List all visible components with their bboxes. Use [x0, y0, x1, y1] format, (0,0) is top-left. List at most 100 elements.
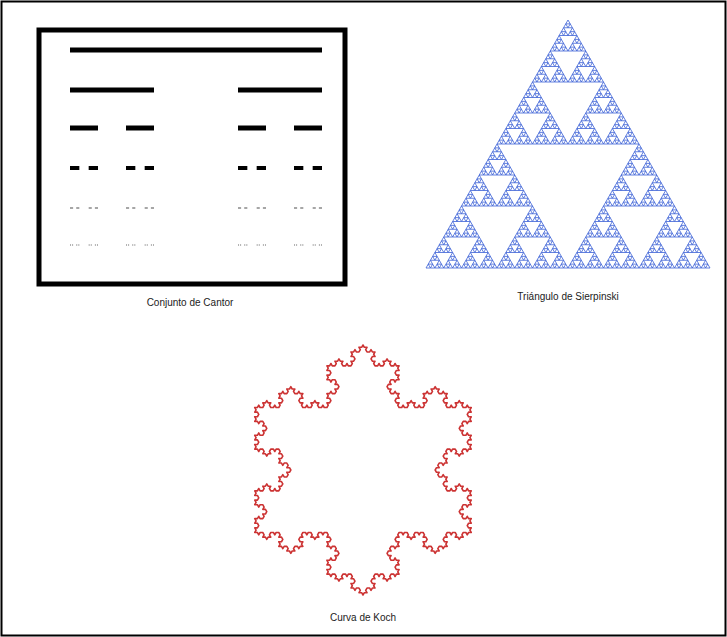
sierpinski-cell [513, 113, 517, 117]
sierpinski-cell [526, 198, 530, 202]
sierpinski-cell [524, 94, 528, 98]
sierpinski-cell [630, 171, 634, 175]
sierpinski-cell [657, 249, 661, 253]
sierpinski-cell [519, 256, 523, 260]
sierpinski-cell [535, 90, 539, 94]
sierpinski-cell [550, 55, 554, 59]
sierpinski-cell [499, 260, 503, 264]
sierpinski-cell [535, 260, 539, 264]
sierpinski-cell [484, 187, 488, 191]
sierpinski-cell [586, 117, 590, 121]
sierpinski-cell [546, 233, 550, 237]
sierpinski-cell [528, 140, 532, 144]
sierpinski-cell [648, 163, 652, 167]
sierpinski-cell [606, 136, 610, 140]
sierpinski-cell [555, 125, 559, 129]
sierpinski-cell [537, 233, 541, 237]
sierpinski-cell [612, 256, 616, 260]
sierpinski-cell [590, 125, 594, 129]
sierpinski-cell [481, 198, 485, 202]
sierpinski-cell [595, 94, 599, 98]
sierpinski-cell [537, 225, 541, 229]
sierpinski-cell [683, 249, 687, 253]
sierpinski-cell [572, 140, 576, 144]
sierpinski-cell [626, 132, 630, 136]
sierpinski-cell [479, 249, 483, 253]
sierpinski-cell [510, 171, 514, 175]
sierpinski-cell [541, 233, 545, 237]
sierpinski-cell [628, 160, 632, 164]
sierpinski-cell [595, 70, 599, 74]
cantor-segment [145, 207, 148, 209]
sierpinski-cell [544, 245, 548, 249]
sierpinski-cell [504, 191, 508, 195]
sierpinski-cell [510, 125, 514, 129]
sierpinski-cell [533, 264, 537, 268]
sierpinski-cell [677, 214, 681, 218]
sierpinski-cell [588, 59, 592, 63]
sierpinski-cell [446, 229, 450, 233]
sierpinski-cell [517, 121, 521, 125]
sierpinski-cell [519, 109, 523, 113]
sierpinski-cell [608, 233, 612, 237]
sierpinski-cell [619, 237, 623, 241]
sierpinski-cell [626, 187, 630, 191]
sierpinski-cell [579, 43, 583, 47]
sierpinski-cell [544, 260, 548, 264]
sierpinski-cell [579, 74, 583, 78]
sierpinski-cell [462, 202, 466, 206]
sierpinski-cell [506, 249, 510, 253]
sierpinski-cell [521, 253, 525, 257]
cantor-segment [89, 244, 90, 246]
sierpinski-cell [663, 253, 667, 257]
sierpinski-cell [688, 233, 692, 237]
sierpinski-cell [499, 136, 503, 140]
sierpinski-cell [670, 202, 674, 206]
sierpinski-cell [595, 101, 599, 105]
sierpinski-cell [541, 78, 545, 82]
sierpinski-cell [628, 253, 632, 257]
sierpinski-cell [506, 202, 510, 206]
sierpinski-cell [535, 136, 539, 140]
sierpinski-cell [501, 264, 505, 268]
cantor-segment [72, 244, 73, 246]
sierpinski-cell [635, 140, 639, 144]
sierpinski-cell [559, 256, 563, 260]
sierpinski-cell [493, 156, 497, 160]
sierpinski-cell [544, 105, 548, 109]
sierpinski-cell [615, 183, 619, 187]
sierpinski-cell [459, 206, 463, 210]
sierpinski-cell [581, 78, 585, 82]
sierpinski-cell [493, 202, 497, 206]
sierpinski-cell [628, 191, 632, 195]
sierpinski-cell [453, 233, 457, 237]
sierpinski-cell [650, 260, 654, 264]
sierpinski-cell [508, 183, 512, 187]
sierpinski-cell [626, 202, 630, 206]
sierpinski-cell [470, 187, 474, 191]
sierpinski-cell [446, 245, 450, 249]
sierpinski-cell [497, 140, 501, 144]
koch-curve [255, 345, 472, 595]
sierpinski-cell [550, 125, 554, 129]
sierpinski-cell [519, 194, 523, 198]
sierpinski-cell [497, 171, 501, 175]
sierpinski-cell [495, 144, 499, 148]
sierpinski-cell [632, 136, 636, 140]
sierpinski-cell [652, 264, 656, 268]
sierpinski-cell [661, 225, 665, 229]
sierpinski-cell [537, 101, 541, 105]
sierpinski-cell [577, 264, 581, 268]
sierpinski-cell [537, 256, 541, 260]
sierpinski-cell [541, 264, 545, 268]
sierpinski-cell [666, 218, 670, 222]
sierpinski-cell [515, 125, 519, 129]
sierpinski-cell [617, 233, 621, 237]
sierpinski-cell [541, 249, 545, 253]
sierpinski-cell [617, 179, 621, 183]
sierpinski-cell [526, 214, 530, 218]
sierpinski-cell [499, 167, 503, 171]
cantor-segment [315, 244, 316, 246]
sierpinski-cell [564, 140, 568, 144]
